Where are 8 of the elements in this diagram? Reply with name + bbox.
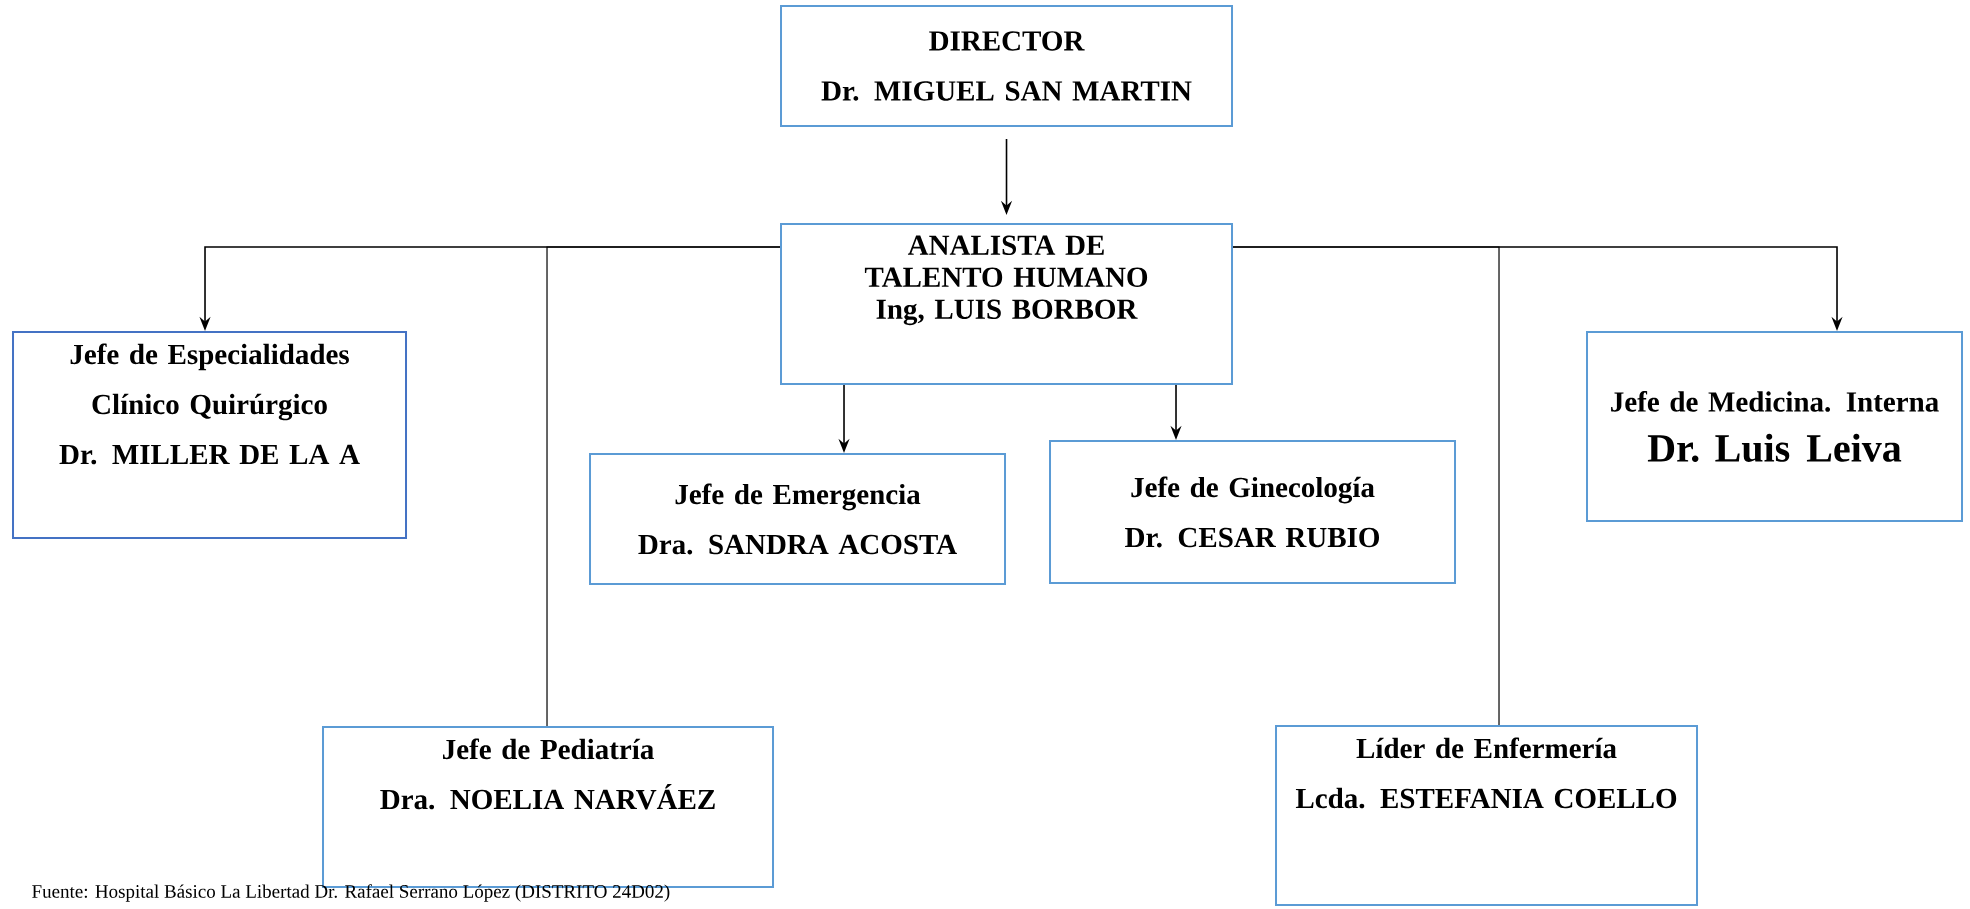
org-box: ANALISTA DE TALENTO HUMANO Ing, LUIS BORBOR	[780, 223, 1233, 385]
connector	[546, 246, 781, 727]
org-box: Jefe de Medicina. Interna Dr. Luis Leiva	[1586, 331, 1963, 522]
org-box: Líder de Enfermería Lcda. ESTEFANIA COELLO	[1275, 725, 1698, 906]
org-box: DIRECTOR Dr. MIGUEL SAN MARTIN	[780, 5, 1233, 127]
org-box: Jefe de Emergencia Dra. SANDRA ACOSTA	[589, 453, 1006, 585]
org-box: Jefe de Ginecología Dr. CESAR RUBIO	[1049, 440, 1456, 584]
org-box: Jefe de Especialidades Clínico Quirúrgico Dr. MILLER DE LA A	[12, 331, 407, 539]
